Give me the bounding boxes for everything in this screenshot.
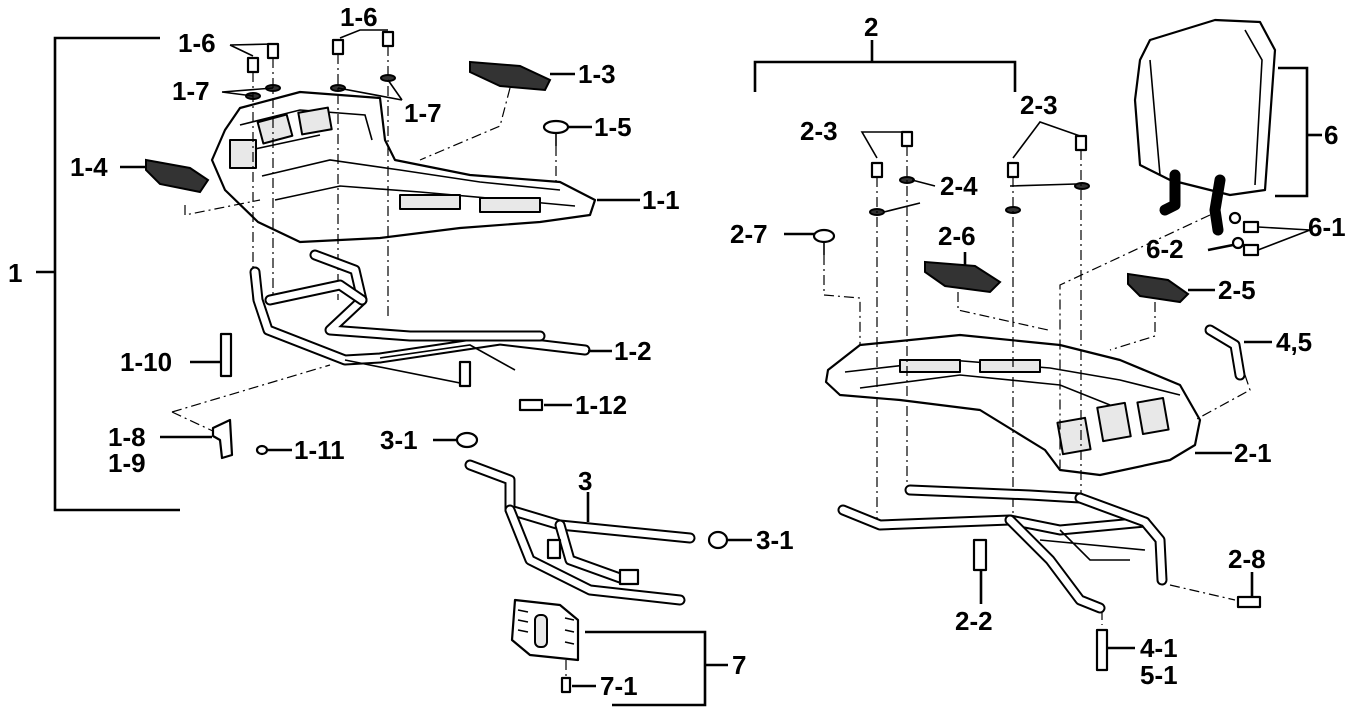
label-2: 2 [864,12,878,42]
pin-4-1 [1095,628,1109,672]
rear-rack-group [753,40,1262,672]
label-1-12: 1-12 [575,390,627,420]
nut-1-11 [255,444,269,456]
label-1-1: 1-1 [642,185,680,215]
label-1-11: 1-11 [294,435,345,465]
skid-plate-group [510,598,728,707]
backrest-group [1133,18,1322,257]
bracket-6 [1275,66,1309,198]
label-1-7a: 1-7 [172,76,210,106]
bolt-1-6 [246,56,260,74]
footpad-2-6 [924,260,1002,294]
bolt-2-3 [870,161,884,179]
knob-1-5 [542,119,570,135]
bracket-1 [53,36,180,512]
label-3-1a: 3-1 [380,425,418,455]
label-6: 6 [1324,120,1338,150]
label-1-7b: 1-7 [404,98,442,128]
bolt-2-8 [1236,595,1262,609]
label-2-7: 2-7 [730,219,768,249]
label-2-2: 2-2 [955,606,993,636]
label-4-1: 4-1 [1140,633,1178,663]
footpad-1-3 [469,60,552,92]
bolt-1-10 [219,332,233,378]
label-1-10: 1-10 [120,347,172,377]
label-2-6: 2-6 [938,221,976,251]
label-2-8: 2-8 [1228,544,1266,574]
label-1-5: 1-5 [594,112,632,142]
washer-6-2 [1231,236,1245,250]
cap-3-1-right [707,530,729,550]
label-2-1: 2-1 [1234,438,1272,468]
label-6-2: 6-2 [1146,234,1184,264]
label-7-1: 7-1 [600,671,638,701]
bolt-6-1 [1242,220,1260,234]
label-2-5: 2-5 [1218,275,1256,305]
label-7: 7 [732,650,746,680]
label-2-3b: 2-3 [1020,90,1058,120]
label-1-4: 1-4 [70,152,108,182]
label-6-1: 6-1 [1308,212,1346,242]
bracket-2-2 [972,538,988,572]
part-labels: 1 1-1 1-2 1-3 1-4 1-5 1-6 1-6 1-7 1-7 1-… [8,2,1346,701]
bracket-1-8 [211,418,234,460]
backrest [1133,18,1277,197]
label-1-2: 1-2 [614,336,652,366]
bolt-7-1 [560,676,572,694]
footpad-1-4 [145,158,210,194]
label-1-8: 1-8 [108,422,146,452]
label-3: 3 [578,466,592,496]
bracket-2 [753,60,1017,92]
label-1-3: 1-3 [578,59,616,89]
footpad-2-5 [1127,272,1190,304]
front-rack-group [36,29,640,512]
label-1: 1 [8,258,22,288]
label-2-3a: 2-3 [800,116,838,146]
label-2-4: 2-4 [940,171,978,201]
label-1-6b: 1-6 [340,2,378,32]
label-3-1b: 3-1 [756,525,794,555]
knob-2-7 [812,228,836,244]
label-5-1: 5-1 [1140,660,1178,690]
label-1-6a: 1-6 [178,28,216,58]
label-4-5: 4,5 [1276,327,1312,357]
cap-3-1 [455,431,479,449]
grab-handle-group [1204,324,1272,381]
bolt-1-12 [518,398,544,412]
bumper-group [433,431,752,606]
bracket-7 [585,630,707,707]
label-1-9: 1-9 [108,448,146,478]
